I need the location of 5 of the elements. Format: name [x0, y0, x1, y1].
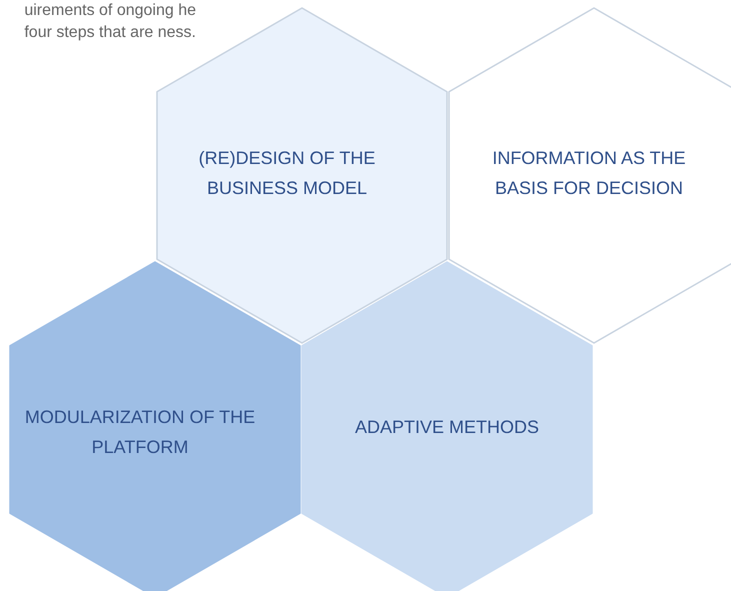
piece-label: INFORMATION AS THE BASIS FOR DECISION: [491, 147, 687, 200]
piece-label: (RE)DESIGN OF THE BUSINESS MODEL: [198, 147, 376, 200]
intro-paragraph: uirements of ongoing he four steps that are ness.: [23, 1, 196, 43]
piece-label: MODULARIZATION OF THE PLATFORM: [24, 406, 256, 459]
piece-label: ADAPTIVE METHODS: [354, 416, 540, 439]
